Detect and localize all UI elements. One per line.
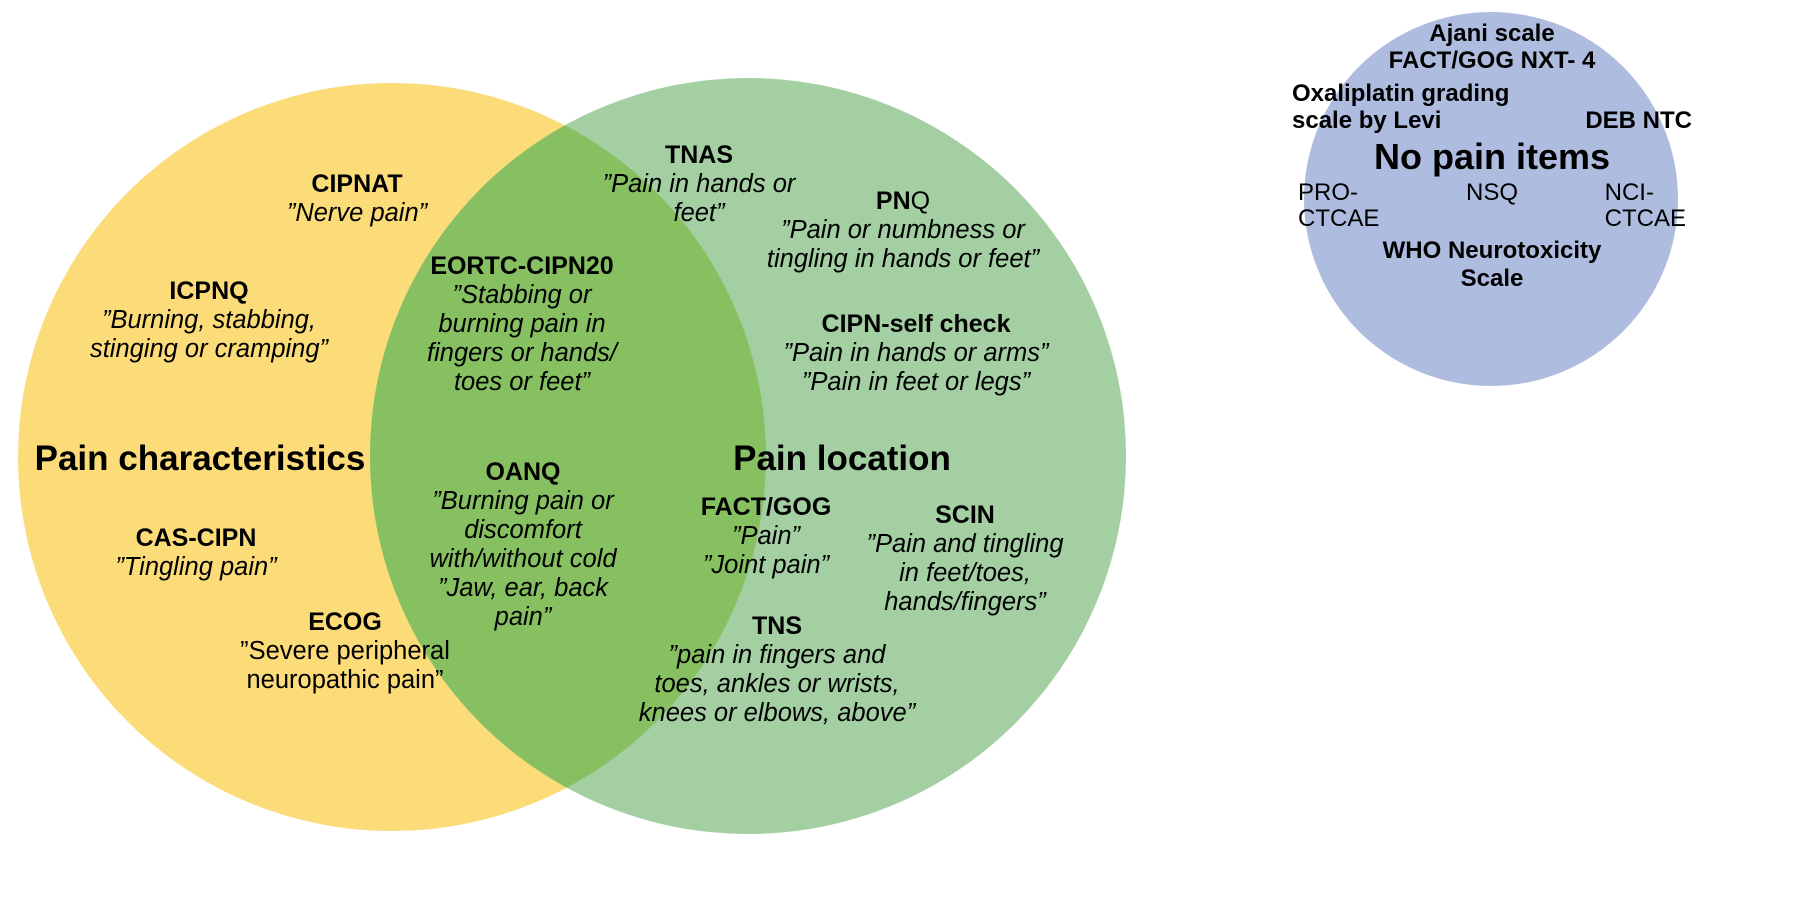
- no-pain-item-deb-ntc: DEB NTC: [1585, 106, 1692, 134]
- item-tns-quote-2: toes, ankles or wrists,: [654, 669, 900, 698]
- item-scin-quote-2: in feet/toes,: [899, 558, 1031, 587]
- item-scin-quote-3: hands/fingers”: [884, 587, 1046, 616]
- item-fact-gog-label: FACT/GOG: [700, 493, 832, 521]
- item-fact-gog: FACT/GOG ”Pain” ”Joint pain”: [648, 493, 884, 580]
- item-tns-quote-1: ”pain in fingers and: [668, 640, 886, 669]
- no-pain-item-oxaliplatin-grading-scale: Oxaliplatin grading scale by Levi: [1292, 79, 1510, 135]
- item-scin-quote-1: ”Pain and tingling: [866, 529, 1064, 558]
- pain-location-title-label: Pain location: [733, 439, 951, 478]
- no-pain-item-nsq: NSQ: [1465, 178, 1518, 206]
- item-cipnat-quote-1: ”Nerve pain”: [286, 198, 428, 227]
- no-pain-item-nci-ctcae-line1: NCI-: [1604, 178, 1654, 206]
- item-cipn-self-check-quote-2: ”Pain in feet or legs”: [801, 367, 1031, 396]
- no-pain-row-pro-nsq-nci: PRO- CTCAE NSQ NCI- CTCAE: [1292, 178, 1692, 234]
- no-pain-row-oxaliplatin-debntc: Oxaliplatin grading scale by Levi DEB NT…: [1292, 79, 1692, 135]
- item-eortc-cipn20-label: EORTC-CIPN20: [430, 252, 614, 280]
- no-pain-item-oxaliplatin-line1: Oxaliplatin grading: [1292, 79, 1510, 107]
- no-pain-items-group: Ajani scale FACT/GOG NXT- 4 Oxaliplatin …: [1292, 20, 1692, 292]
- no-pain-item-nci-ctcae: NCI- CTCAE: [1604, 178, 1686, 234]
- item-oanq-quote-5: pain”: [494, 602, 552, 631]
- item-eortc-cipn20-quote-4: toes or feet”: [453, 367, 591, 396]
- item-ecog: ECOG ”Severe peripheral neuropathic pain…: [184, 608, 506, 695]
- item-ecog-label: ECOG: [308, 608, 382, 636]
- item-cipn-self-check: CIPN-self check ”Pain in hands or arms” …: [756, 310, 1076, 397]
- item-fact-gog-quote-2: ”Joint pain”: [702, 550, 830, 579]
- pain-characteristics-title-label: Pain characteristics: [34, 439, 366, 478]
- item-pnq-label: PNQ: [728, 187, 1078, 216]
- item-tns: TNS ”pain in fingers and toes, ankles or…: [576, 612, 978, 728]
- no-pain-item-who-neurotoxicity-line1: WHO Neurotoxicity: [1382, 237, 1602, 265]
- item-icpnq-label: ICPNQ: [169, 277, 249, 305]
- item-tns-quote-3: knees or elbows, above”: [638, 698, 916, 727]
- item-oanq-label: OANQ: [485, 458, 561, 486]
- item-fact-gog-quote-1: ”Pain”: [731, 521, 801, 550]
- item-tnas-quote-2: feet”: [673, 198, 725, 227]
- no-pain-item-pro-ctcae-line1: PRO-: [1298, 178, 1358, 206]
- item-pnq-quote-1: ”Pain or numbness or: [781, 215, 1025, 244]
- no-pain-items-circle: [1304, 12, 1678, 386]
- item-cipn-self-check-quote-1: ”Pain in hands or arms”: [783, 338, 1049, 367]
- item-tnas: TNAS ”Pain in hands or feet”: [566, 141, 832, 228]
- item-cas-cipn-quote-1: ”Tingling pain”: [115, 552, 277, 581]
- item-oanq-quote-4: ”Jaw, ear, back: [437, 573, 609, 602]
- item-scin-label: SCIN: [935, 501, 995, 529]
- item-pnq-quote-2: tingling in hands or feet”: [766, 244, 1040, 273]
- item-pnq: PNQ ”Pain or numbness or tingling in han…: [728, 187, 1078, 274]
- no-pain-item-pro-ctcae: PRO- CTCAE: [1298, 178, 1380, 234]
- item-cipn-self-check-label: CIPN-self check: [821, 310, 1011, 338]
- no-pain-item-pro-ctcae-line2: CTCAE: [1298, 205, 1380, 233]
- item-tnas-quote-1: ”Pain in hands or: [602, 169, 796, 198]
- item-ecog-quote-2: neuropathic pain”: [246, 665, 444, 694]
- item-cas-cipn: CAS-CIPN ”Tingling pain”: [52, 524, 340, 582]
- no-pain-items-title: No pain items: [1373, 136, 1611, 178]
- item-cipnat-label: CIPNAT: [311, 170, 403, 198]
- item-icpnq-quote-1: ”Burning, stabbing,: [101, 305, 317, 334]
- item-icpnq: ICPNQ ”Burning, stabbing, stinging or cr…: [44, 277, 374, 364]
- item-oanq-quote-2: discomfort: [464, 515, 582, 544]
- no-pain-item-ajani-scale: Ajani scale: [1429, 20, 1555, 47]
- venn-intersection-region: [370, 78, 1126, 834]
- pain-location-title: Pain location: [660, 439, 1024, 479]
- item-cipnat: CIPNAT ”Nerve pain”: [212, 170, 502, 228]
- item-icpnq-quote-2: stinging or cramping”: [89, 334, 329, 363]
- item-eortc-cipn20-quote-1: ”Stabbing or: [452, 280, 592, 309]
- no-pain-item-who-neurotoxicity-line2: Scale: [1460, 264, 1524, 292]
- item-oanq: OANQ ”Burning pain or discomfort with/wi…: [398, 458, 648, 632]
- item-eortc-cipn20: EORTC-CIPN20 ”Stabbing or burning pain i…: [398, 252, 646, 397]
- item-ecog-quote-1: ”Severe peripheral: [240, 636, 450, 665]
- item-tnas-label: TNAS: [664, 141, 734, 169]
- pain-characteristics-title: Pain characteristics: [0, 439, 400, 479]
- item-eortc-cipn20-quote-3: fingers or hands/: [427, 338, 617, 367]
- item-eortc-cipn20-quote-2: burning pain in: [438, 309, 606, 338]
- item-pnq-label-regular: Q: [910, 187, 931, 215]
- item-oanq-quote-1: ”Burning pain or: [432, 486, 614, 515]
- no-pain-item-oxaliplatin-line2: scale by Levi: [1292, 106, 1442, 134]
- item-scin: SCIN ”Pain and tingling in feet/toes, ha…: [840, 501, 1090, 617]
- item-oanq-quote-3: with/without cold: [429, 544, 617, 573]
- item-pnq-label-bold: PN: [875, 187, 911, 215]
- item-tns-label: TNS: [752, 612, 802, 640]
- no-pain-item-nci-ctcae-line2: CTCAE: [1604, 205, 1686, 233]
- no-pain-item-fact-gog-nxt-4: FACT/GOG NXT- 4: [1388, 47, 1596, 75]
- item-cas-cipn-label: CAS-CIPN: [135, 524, 257, 552]
